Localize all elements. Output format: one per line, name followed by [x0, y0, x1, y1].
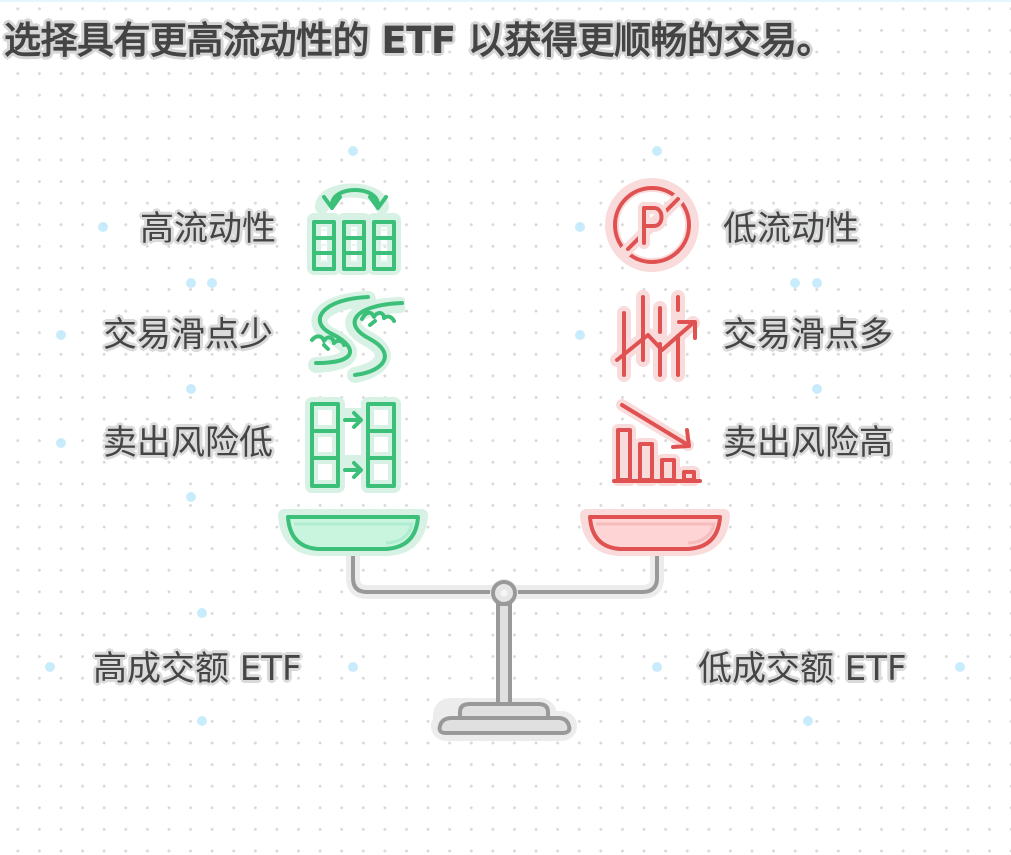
volatile-chart-icon	[610, 290, 700, 382]
decor-dot	[812, 384, 822, 394]
declining-bars-icon	[612, 399, 702, 486]
decor-dot	[800, 222, 810, 232]
decor-dot	[575, 222, 585, 232]
decor-dot	[652, 146, 662, 156]
decor-dot	[207, 278, 217, 288]
grid-transfer-icon	[305, 397, 401, 493]
right-item-label: 交易滑点多	[723, 315, 893, 355]
decor-dot	[955, 662, 965, 672]
decor-dot	[348, 146, 358, 156]
top-border	[0, 0, 1011, 2]
left-item-label: 交易滑点少	[103, 315, 273, 355]
decor-dot	[197, 608, 207, 618]
left-item-label: 高流动性	[140, 209, 276, 249]
decor-dot	[98, 222, 108, 232]
decor-dot	[186, 384, 196, 394]
columns-swap-icon	[307, 183, 401, 275]
decor-dot	[803, 716, 813, 726]
left-heading: 高成交额 ETF	[93, 649, 302, 689]
decor-dot	[790, 278, 800, 288]
decor-dot	[575, 330, 585, 340]
left-item-label: 卖出风险低	[103, 423, 273, 463]
decor-dot	[186, 278, 196, 288]
decor-dot	[45, 662, 55, 672]
decor-dot	[186, 492, 196, 502]
decor-dot	[652, 662, 662, 672]
right-item-label: 低流动性	[723, 209, 859, 249]
decor-dot	[348, 662, 358, 672]
smooth-river-icon	[308, 291, 405, 383]
no-parking-icon	[605, 178, 699, 272]
decor-dot	[56, 438, 66, 448]
decor-dot	[812, 278, 822, 288]
right-item-label: 卖出风险高	[723, 423, 893, 463]
right-heading: 低成交额 ETF	[698, 649, 907, 689]
page-title: 选择具有更高流动性的 ETF 以获得更顺畅的交易。	[4, 19, 834, 62]
balance-scale-icon	[278, 509, 730, 741]
decor-dot	[197, 716, 207, 726]
decor-dot	[56, 330, 66, 340]
